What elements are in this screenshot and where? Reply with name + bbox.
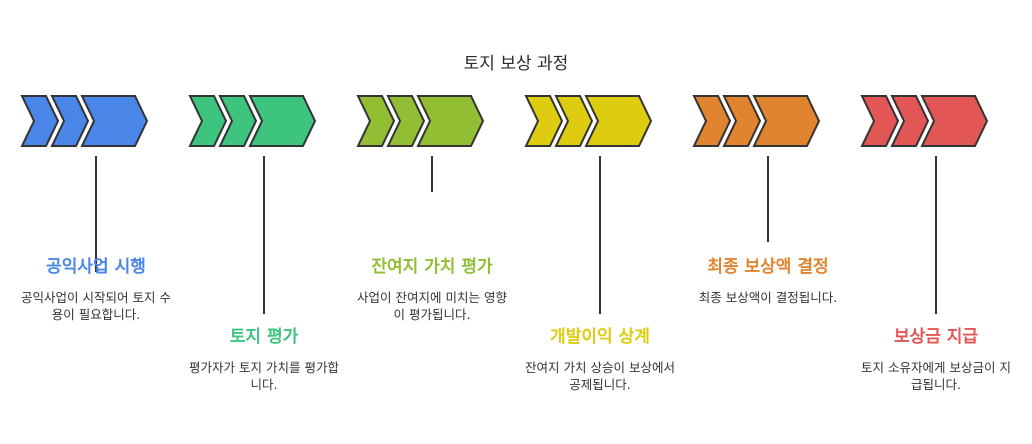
step-5-chevron-small-1 — [692, 95, 732, 147]
step-2-title: 토지 평가 — [229, 327, 299, 347]
step-1-chevron-small-2 — [50, 95, 90, 147]
step-4-chevron-small-2 — [554, 95, 594, 147]
step-3-title: 잔여지 가치 평가 — [371, 257, 493, 277]
diagram-title: 토지 보상 과정 — [463, 54, 569, 74]
step-5-chevron-small-2 — [722, 95, 762, 147]
step-2-chevron-small-2 — [218, 95, 258, 147]
step-3-chevron-small-2 — [386, 95, 426, 147]
step-5-title: 최종 보상액 결정 — [707, 257, 829, 277]
step-4-chevron-large — [584, 95, 653, 147]
step-5-description: 최종 보상액이 결정됩니다. — [698, 290, 838, 305]
step-6-chevron-large — [920, 95, 989, 147]
step-5-chevron-large — [752, 95, 821, 147]
step-1-chevron-small-1 — [20, 95, 60, 147]
step-6-chevron-small-2 — [890, 95, 930, 147]
step-2-chevron-small-1 — [188, 95, 228, 147]
step-3-chevron-large — [416, 95, 485, 147]
step-3-chevron-small-1 — [356, 95, 396, 147]
step-6-chevron-small-1 — [860, 95, 900, 147]
step-1-chevron-large — [80, 95, 149, 147]
step-6-description: 토지 소유자에게 보상금이 지급됩니다. — [861, 360, 1011, 392]
step-4-description: 잔여지 가치 상승이 보상에서 공제됩니다. — [525, 360, 675, 392]
step-2-description: 평가자가 토지 가치를 평가합니다. — [189, 360, 339, 392]
step-1-description: 공익사업이 시작되어 토지 수용이 필요합니다. — [21, 290, 171, 322]
step-4-title: 개발이익 상계 — [550, 327, 650, 347]
step-3-description: 사업이 잔여지에 미치는 영향이 평가됩니다. — [357, 290, 507, 322]
step-4-chevron-small-1 — [524, 95, 564, 147]
step-1-title: 공익사업 시행 — [46, 257, 146, 277]
step-2-chevron-large — [248, 95, 317, 147]
step-6-title: 보상금 지급 — [893, 327, 979, 347]
